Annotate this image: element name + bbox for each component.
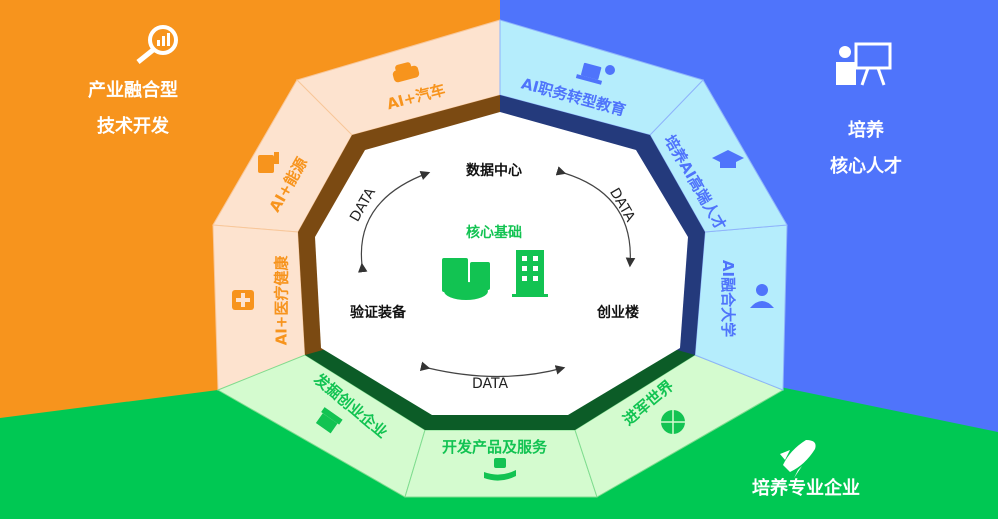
server-cloud-icon: [442, 258, 490, 300]
corner-label-enterprise: 培养专业企业: [752, 478, 860, 499]
presenter-board-icon: [836, 42, 892, 86]
globe-icon: [661, 410, 685, 434]
hand-product-icon: [484, 458, 516, 481]
magnifier-chart-icon: [136, 25, 178, 64]
graduation-cap-icon: [712, 150, 744, 168]
node-data-center: 数据中心: [466, 163, 522, 179]
core-title: 核心基础: [466, 225, 522, 241]
segment-label: AI融合大学: [719, 259, 738, 338]
laptop-icon: [575, 62, 615, 85]
segment-label: AI+医疗健康: [272, 255, 291, 346]
fuel-station-icon: [258, 152, 279, 173]
person-icon: [750, 284, 774, 308]
car-icon: [392, 62, 420, 83]
arrow-right: [555, 166, 636, 268]
node-verification-equipment: 验证装备: [350, 305, 406, 321]
corner-line: 核心人才: [830, 156, 902, 177]
medical-kit-icon: [232, 290, 254, 310]
rocket-icon: [780, 440, 816, 478]
gift-icon: [315, 407, 343, 434]
corner-line: 培养: [848, 120, 884, 141]
flow-label-bottom: DATA: [472, 376, 509, 392]
segment-label: 开发产品及服务: [442, 438, 548, 456]
corner-label-talent: 培养 核心人才: [830, 116, 902, 178]
corner-line: 产业融合型: [88, 80, 178, 101]
building-icon: [512, 250, 548, 297]
arrow-left: [357, 170, 431, 273]
corner-label-industry: 产业融合型 技术开发: [88, 76, 178, 138]
core-area: [315, 112, 688, 415]
node-startup-building: 创业楼: [597, 305, 639, 321]
corner-line: 技术开发: [97, 116, 169, 137]
arrow-bottom: [419, 361, 566, 378]
